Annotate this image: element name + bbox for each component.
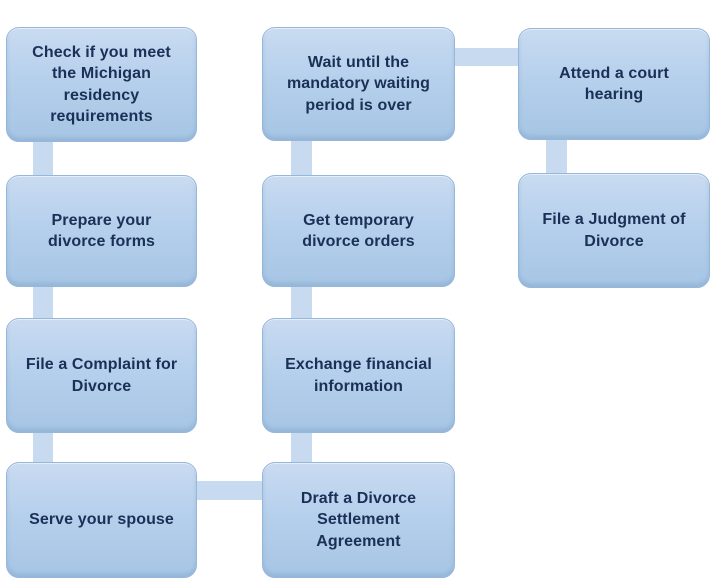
flow-node-serve-spouse: Serve your spouse	[6, 462, 197, 578]
flow-node-file-complaint: File a Complaint for Divorce	[6, 318, 197, 433]
flow-node-label: Draft a Divorce Settlement Agreement	[300, 490, 417, 550]
flow-node-label: File a Judgment of Divorce	[542, 211, 686, 250]
flow-node-label: Attend a court hearing	[559, 64, 669, 103]
flow-node-attend-hearing: Attend a court hearing	[518, 28, 710, 140]
connector-wait-period-attend-hearing	[450, 48, 523, 66]
flow-node-exchange-financial: Exchange financial information	[262, 318, 455, 433]
flow-node-temporary-orders: Get temporary divorce orders	[262, 175, 455, 287]
connector-temporary-orders-exchange-financial	[291, 282, 312, 323]
flow-node-label: File a Complaint for Divorce	[25, 356, 178, 395]
flow-node-label: Prepare your divorce forms	[47, 211, 156, 250]
flow-node-check-residency: Check if you meet the Michigan residency…	[6, 27, 197, 142]
flow-node-draft-agreement: Draft a Divorce Settlement Agreement	[262, 462, 455, 578]
connector-serve-spouse-draft-agreement	[192, 481, 267, 500]
flow-node-label: Get temporary divorce orders	[302, 211, 415, 250]
flow-node-file-judgment: File a Judgment of Divorce	[518, 173, 710, 288]
connector-check-residency-prepare-forms	[33, 135, 53, 180]
flow-node-label: Check if you meet the Michigan residency…	[32, 44, 171, 125]
connector-exchange-financial-draft-agreement	[291, 428, 312, 468]
flow-node-label: Wait until the mandatory waiting period …	[286, 54, 431, 114]
connector-attend-hearing-file-judgment	[546, 135, 567, 178]
flow-node-label: Exchange financial information	[285, 356, 432, 395]
flow-node-wait-period: Wait until the mandatory waiting period …	[262, 27, 455, 141]
connector-prepare-forms-file-complaint	[33, 282, 53, 323]
connector-wait-period-temporary-orders	[291, 135, 312, 180]
flow-node-prepare-forms: Prepare your divorce forms	[6, 175, 197, 287]
connector-file-complaint-serve-spouse	[33, 428, 53, 468]
flow-node-label: Serve your spouse	[29, 511, 174, 529]
